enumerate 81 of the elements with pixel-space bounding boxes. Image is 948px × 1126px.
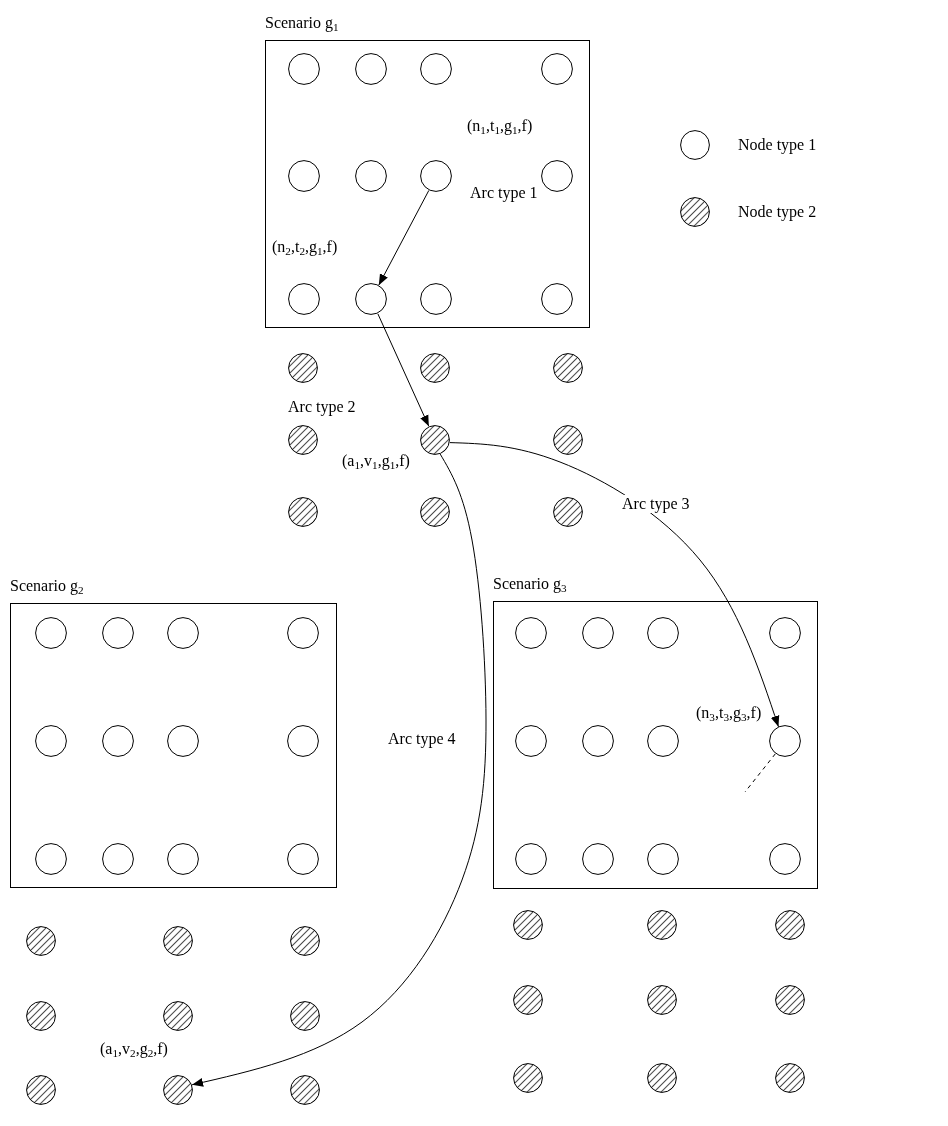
node-circle [102,843,134,875]
node-circle [769,725,801,757]
node-circle [35,617,67,649]
hatched-node-circle [553,497,583,527]
edge-label: Arc type 2 [286,398,358,416]
hatched-node-circle [163,1001,193,1031]
legend-label: Node type 1 [738,136,817,154]
node-circle [35,725,67,757]
hatched-node-circle [290,1001,320,1031]
node-circle [420,160,452,192]
node-circle [515,725,547,757]
hatched-node-circle [290,1075,320,1105]
node-circle [647,843,679,875]
node-circle [582,617,614,649]
node-circle [541,53,573,85]
node-circle [102,725,134,757]
hatched-node-circle [26,1001,56,1031]
hatched-node-circle [647,910,677,940]
node-circle [167,725,199,757]
hatched-node-circle [288,497,318,527]
scenario-title: Scenario g$_{2}$ [10,577,84,597]
hatched-node-circle [420,353,450,383]
hatched-node-circle [513,1063,543,1093]
node-circle [288,283,320,315]
node-circle [515,617,547,649]
hatched-node-circle [775,910,805,940]
hatched-node-circle [163,926,193,956]
node-circle [35,843,67,875]
node-circle [355,283,387,315]
hatched-node-circle [553,425,583,455]
node-circle [541,283,573,315]
node-circle [420,283,452,315]
hatched-node-circle [775,1063,805,1093]
node-circle [515,843,547,875]
arrow [449,442,780,728]
node-label: (n$_{1}$,t$_{1}$,g$_{1}$,f) [467,117,533,137]
node-circle [420,53,452,85]
hatched-node-circle [288,353,318,383]
node-circle [582,843,614,875]
edge-label: Arc type 3 [620,495,692,513]
hatched-node-circle [420,497,450,527]
node-circle [288,53,320,85]
node-circle [287,843,319,875]
node-label: (a$_{1}$,v$_{1}$,g$_{1}$,f) [342,452,410,472]
node-circle [582,725,614,757]
node-label: (n$_{3}$,t$_{3}$,g$_{3}$,f) [696,704,762,724]
node-circle [287,617,319,649]
hatched-node-circle [513,985,543,1015]
node-label: (a$_{1}$,v$_{2}$,g$_{2}$,f) [100,1040,168,1060]
scenario-title: Scenario g$_{1}$ [265,14,339,34]
node-circle [355,160,387,192]
hatched-node-circle [290,926,320,956]
node-circle [355,53,387,85]
arrow [378,189,430,286]
node-circle [769,843,801,875]
hatched-node-circle [553,353,583,383]
node-circle [541,160,573,192]
hatched-node-circle [420,425,450,455]
hatched-node-circle [513,910,543,940]
legend-label: Node type 2 [738,203,817,221]
node-label: (n$_{2}$,t$_{2}$,g$_{1}$,f) [272,238,338,258]
hatched-node-circle [775,985,805,1015]
hatched-node-circle [647,1063,677,1093]
scenario-title: Scenario g$_{3}$ [493,575,567,595]
hatched-node-circle [163,1075,193,1105]
edge-label: Arc type 1 [468,184,540,202]
hatched-node-circle [288,425,318,455]
node-circle [769,617,801,649]
node-circle [647,617,679,649]
hatched-node-circle [647,985,677,1015]
node-circle [287,725,319,757]
node-circle [288,160,320,192]
node-circle [167,843,199,875]
hatched-node-circle [26,926,56,956]
node-circle [647,725,679,757]
arrow [191,453,487,1087]
edge-label: Arc type 4 [386,730,458,748]
node-circle [167,617,199,649]
node-circle [102,617,134,649]
arrow [377,313,430,427]
hatched-node-circle [26,1075,56,1105]
